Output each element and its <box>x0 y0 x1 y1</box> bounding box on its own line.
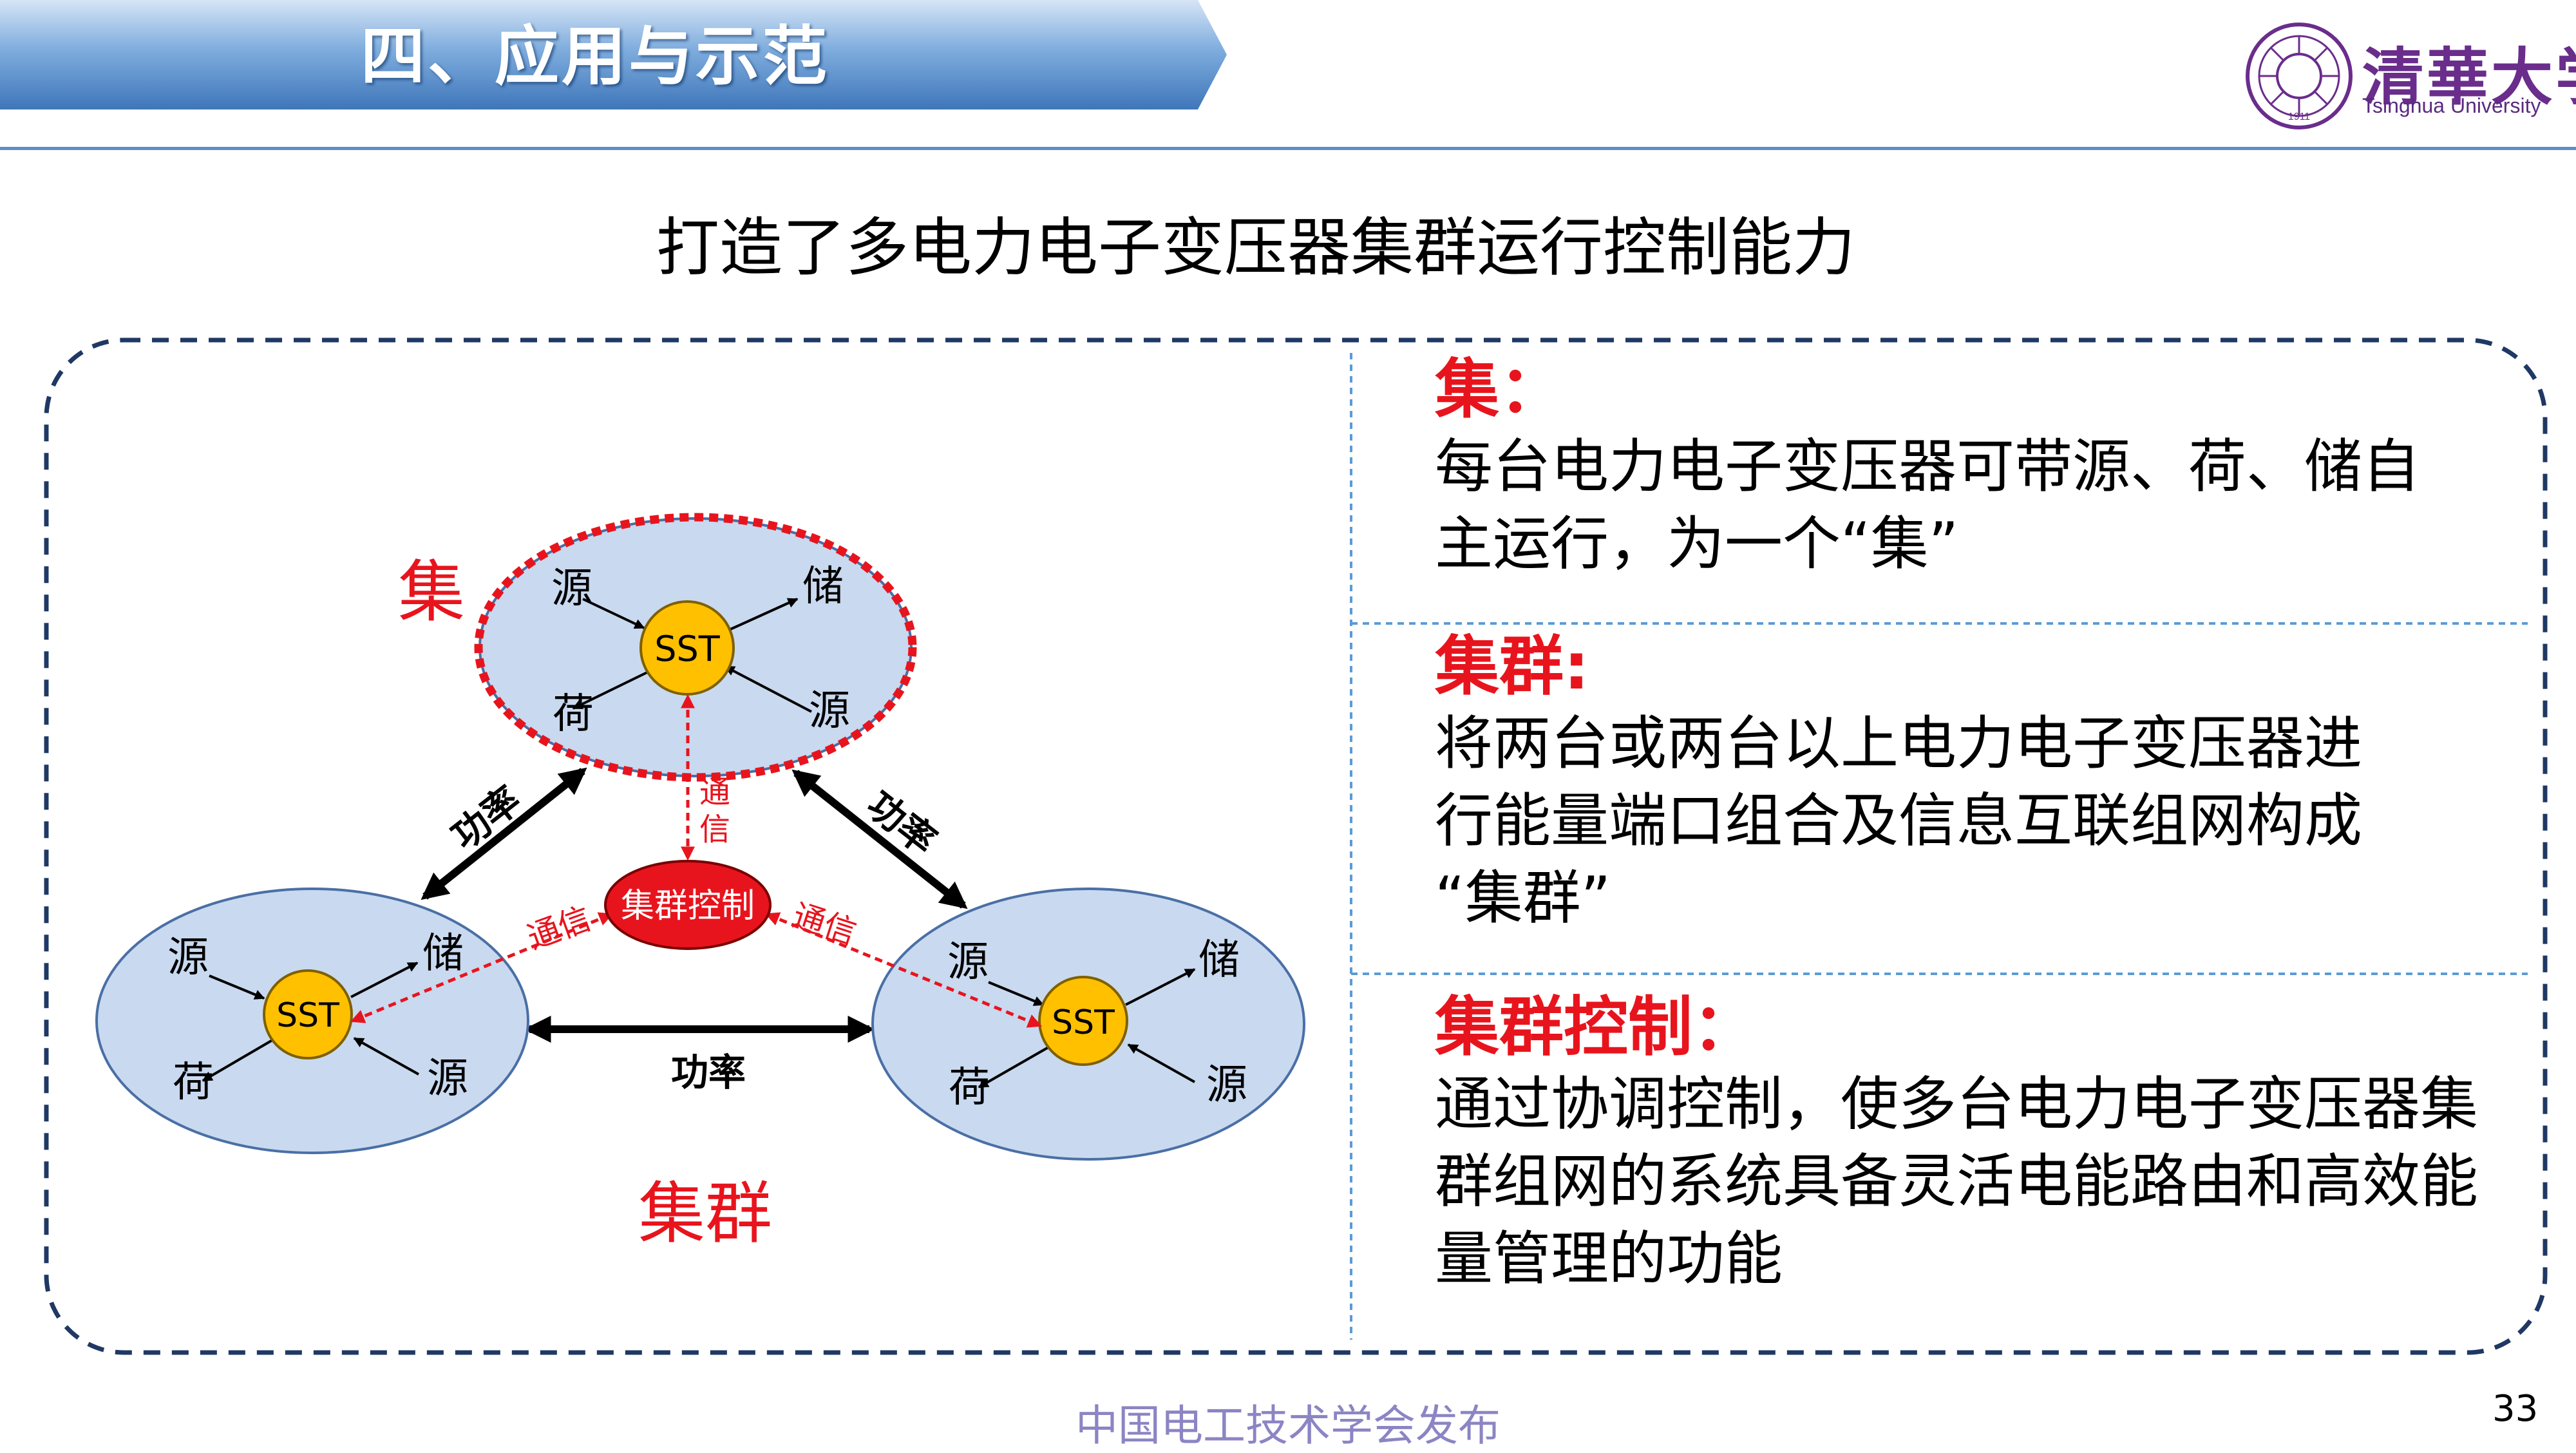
logo-name-en: Tsinghua University <box>2362 94 2541 117</box>
university-logo: 1911 <box>2246 23 2353 129</box>
source2-label-left: 源 <box>427 1055 468 1103</box>
section-line: 通过协调控制，使多台电力电子变压器集 <box>1435 1070 2478 1138</box>
section-line: 每台电力电子变压器可带源、荷、储自 <box>1435 433 2420 500</box>
source-label-left: 源 <box>167 934 209 982</box>
cluster-label: 集群 <box>638 1174 772 1253</box>
section-line: 主运行，为一个“集” <box>1435 510 1959 578</box>
section-line: “集群” <box>1435 864 1611 932</box>
comm-link-left <box>350 912 614 1023</box>
sst-group-left: SST 源 储 荷 源 <box>95 888 529 1154</box>
section-heading: 集： <box>1435 352 1564 427</box>
sst-label-top: SST <box>654 629 721 669</box>
storage-label-top: 储 <box>802 563 844 611</box>
panel-section-2: 集群: 将两台或两台以上电力电子变压器进 行能量端口组合及信息互联组网构成 “集… <box>1435 628 2530 937</box>
power-arrow-left <box>421 767 587 900</box>
load-label-top: 荷 <box>553 690 594 738</box>
power-label-bottom: 功率 <box>671 1050 746 1094</box>
source-label-top: 源 <box>551 565 592 613</box>
power-label-right: 功率 <box>858 783 944 863</box>
section-line: 量管理的功能 <box>1435 1225 1783 1293</box>
footer-publisher: 中国电工技术学会发布 <box>1075 1401 1501 1450</box>
source-label-right: 源 <box>947 938 989 986</box>
header-title: 四、应用与示范 <box>361 19 829 94</box>
section-line: 群组网的系统具备灵活电能路由和高效能 <box>1435 1148 2478 1215</box>
sst-label-left: SST <box>276 996 339 1035</box>
svg-text:1911: 1911 <box>2288 111 2311 122</box>
panel-section-1: 集： 每台电力电子变压器可带源、荷、储自 主运行，为一个“集” <box>1435 351 2530 583</box>
load-label-right: 荷 <box>949 1064 990 1112</box>
sst-group-top: SST 源 储 荷 源 <box>474 513 917 782</box>
power-arrow-right <box>791 769 968 909</box>
source2-label-right: 源 <box>1206 1061 1247 1109</box>
logo-name-cn: 清華大学 <box>2362 41 2576 113</box>
comm-label-top: 通信 <box>699 774 730 848</box>
group-label: 集 <box>398 553 465 631</box>
panel-section-3: 集群控制： 通过协调控制，使多台电力电子变压器集 群组网的系统具备灵活电能路由和… <box>1435 989 2530 1298</box>
section-line: 行能量端口组合及信息互联组网构成 <box>1435 787 2362 855</box>
comm-label-top-text: 通信 <box>699 774 730 848</box>
load-label-left: 荷 <box>173 1059 214 1106</box>
group-highlight-ring <box>474 513 917 782</box>
comm-label-left: 通信 <box>522 900 596 957</box>
outer-dashed-frame <box>44 337 2548 1355</box>
storage-label-left: 储 <box>422 930 464 978</box>
cluster-controller-label: 集群控制 <box>621 887 755 926</box>
section-heading: 集群控制： <box>1435 989 1757 1065</box>
page-number: 33 <box>2492 1388 2539 1430</box>
header-divider <box>0 147 2576 150</box>
slide-title: 打造了多电力电子变压器集群运行控制能力 <box>656 211 1855 285</box>
sst-group-right: SST 源 储 荷 源 <box>871 888 1305 1161</box>
section-line: 将两台或两台以上电力电子变压器进 <box>1435 710 2362 777</box>
cluster-controller <box>604 860 772 950</box>
comm-label-right: 通信 <box>788 897 861 952</box>
header-banner <box>0 0 1227 109</box>
university-seal-icon: 1911 <box>2246 23 2353 129</box>
source2-label-top: 源 <box>809 687 850 735</box>
comm-link-right <box>764 912 1043 1028</box>
storage-label-right: 储 <box>1198 936 1240 984</box>
section-heading: 集群: <box>1435 629 1589 704</box>
sst-label-right: SST <box>1052 1003 1115 1042</box>
